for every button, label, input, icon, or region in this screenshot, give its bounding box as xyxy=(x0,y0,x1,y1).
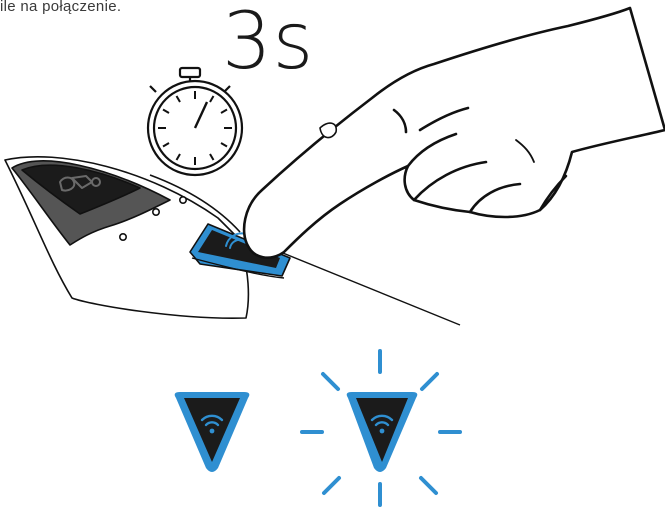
wifi-triangle-button-blinking-icon xyxy=(302,351,460,505)
finger-press-illustration xyxy=(244,8,665,258)
stopwatch-icon xyxy=(148,68,242,175)
wifi-triangle-button-icon xyxy=(175,392,250,472)
